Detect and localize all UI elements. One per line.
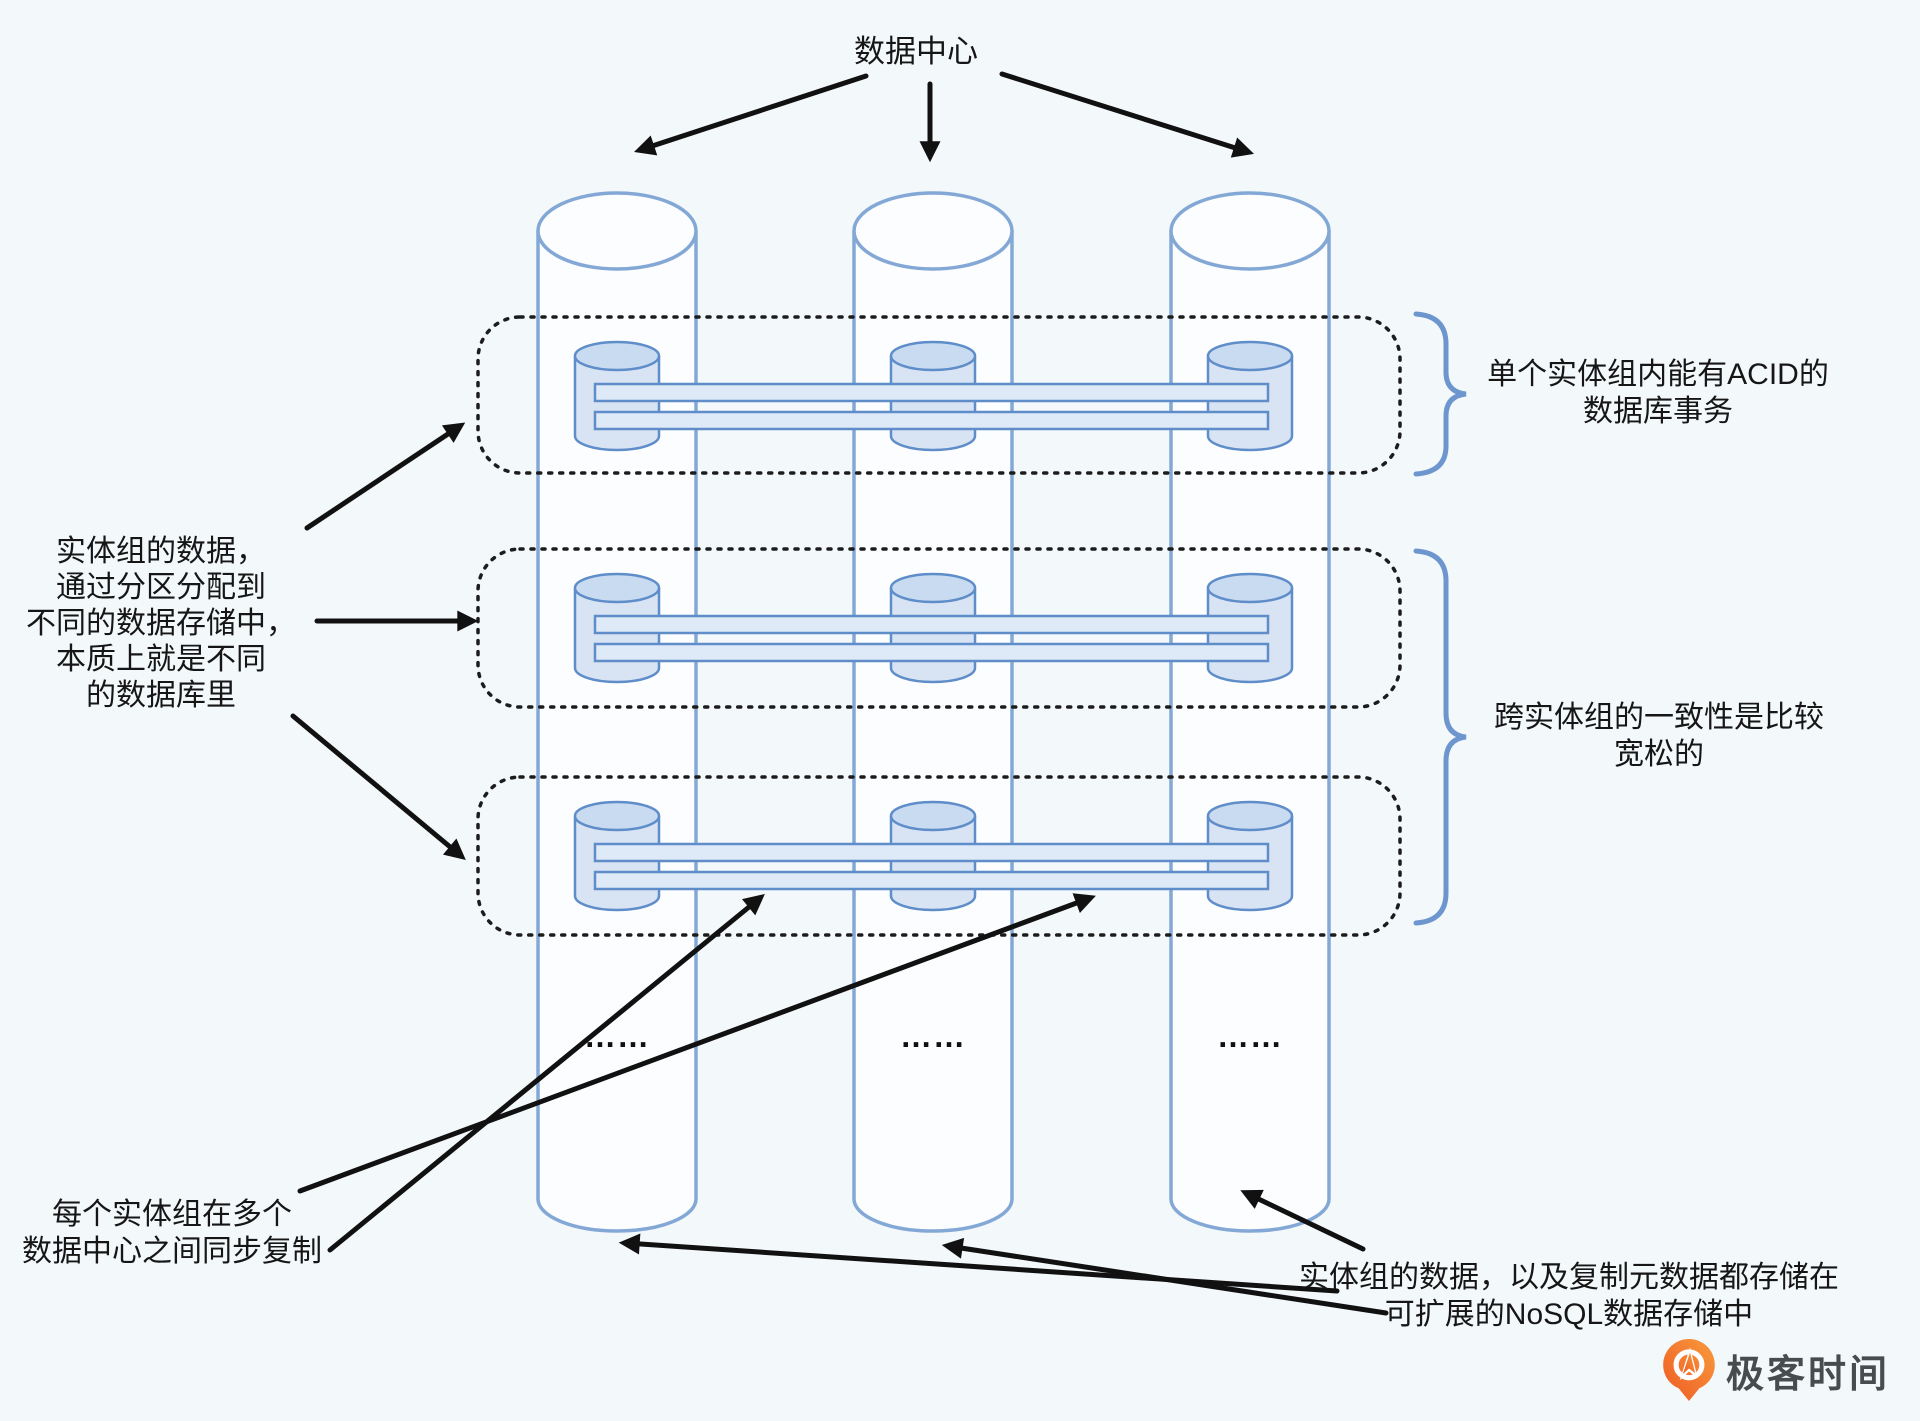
geektime-logo-text: 极客时间 (1726, 1353, 1891, 1396)
annotation-line: 每个实体组在多个 (52, 1198, 292, 1231)
annotation-line: 数据中心之间同步复制 (22, 1235, 322, 1268)
annotation-line: 实体组的数据，以及复制元数据都存储在 (1299, 1261, 1839, 1294)
annotation-line: 跨实体组的一致性是比较 (1494, 701, 1824, 734)
annotation-nosql-storage: 实体组的数据，以及复制元数据都存储在 可扩展的NoSQL数据存储中 (1299, 1259, 1839, 1333)
entity-group-box-1 (476, 315, 1402, 475)
annotation-line: 的数据库里 (86, 679, 236, 712)
geektime-logo-icon (1663, 1339, 1715, 1401)
arrow-partition-to-row1 (304, 422, 466, 531)
annotation-line: 不同的数据存储中， (26, 607, 296, 640)
annotation-loose-consistency: 跨实体组的一致性是比较 宽松的 (1494, 699, 1824, 773)
annotation-acid: 单个实体组内能有ACID的 数据库事务 (1487, 356, 1829, 430)
cylinder-1-ellipsis: …… (584, 1018, 650, 1054)
arrow-nosql-to-dc3 (1240, 1189, 1366, 1252)
annotation-line: 数据库事务 (1583, 395, 1733, 428)
annotation-line: 本质上就是不同 (56, 643, 266, 676)
cylinder-3-ellipsis: …… (1217, 1018, 1283, 1054)
title-datacenter: 数据中心 (854, 34, 978, 69)
arrow-sync-to-row3-left (327, 894, 765, 1253)
annotation-line: 宽松的 (1614, 738, 1704, 771)
geektime-logo: 极客时间 (1662, 1338, 1890, 1402)
braces (1413, 311, 1467, 926)
annotation-line: 实体组的数据， (56, 535, 266, 568)
arrow-nosql-to-dc2 (941, 1237, 1389, 1316)
arrow-nosql-to-dc1 (618, 1233, 1340, 1294)
cylinder-2-ellipsis: …… (900, 1018, 966, 1054)
annotation-line: 单个实体组内能有ACID的 (1487, 358, 1829, 391)
arrows (290, 71, 1389, 1316)
arrow-sync-to-row3-right (297, 893, 1096, 1194)
annotation-line: 可扩展的NoSQL数据存储中 (1384, 1298, 1754, 1331)
brace-loose-rows (1413, 548, 1467, 926)
arrow-title-to-dc3 (999, 71, 1255, 158)
arrow-title-to-dc1 (634, 73, 869, 156)
entity-group-box-3 (476, 775, 1402, 937)
annotation-line: 通过分区分配到 (56, 571, 266, 604)
annotation-left-partition: 实体组的数据， 通过分区分配到 不同的数据存储中， 本质上就是不同 的数据库里 (26, 534, 296, 714)
arrow-partition-to-row3 (290, 713, 466, 861)
brace-acid-row (1413, 311, 1467, 477)
annotation-sync-replication: 每个实体组在多个 数据中心之间同步复制 (22, 1196, 322, 1270)
